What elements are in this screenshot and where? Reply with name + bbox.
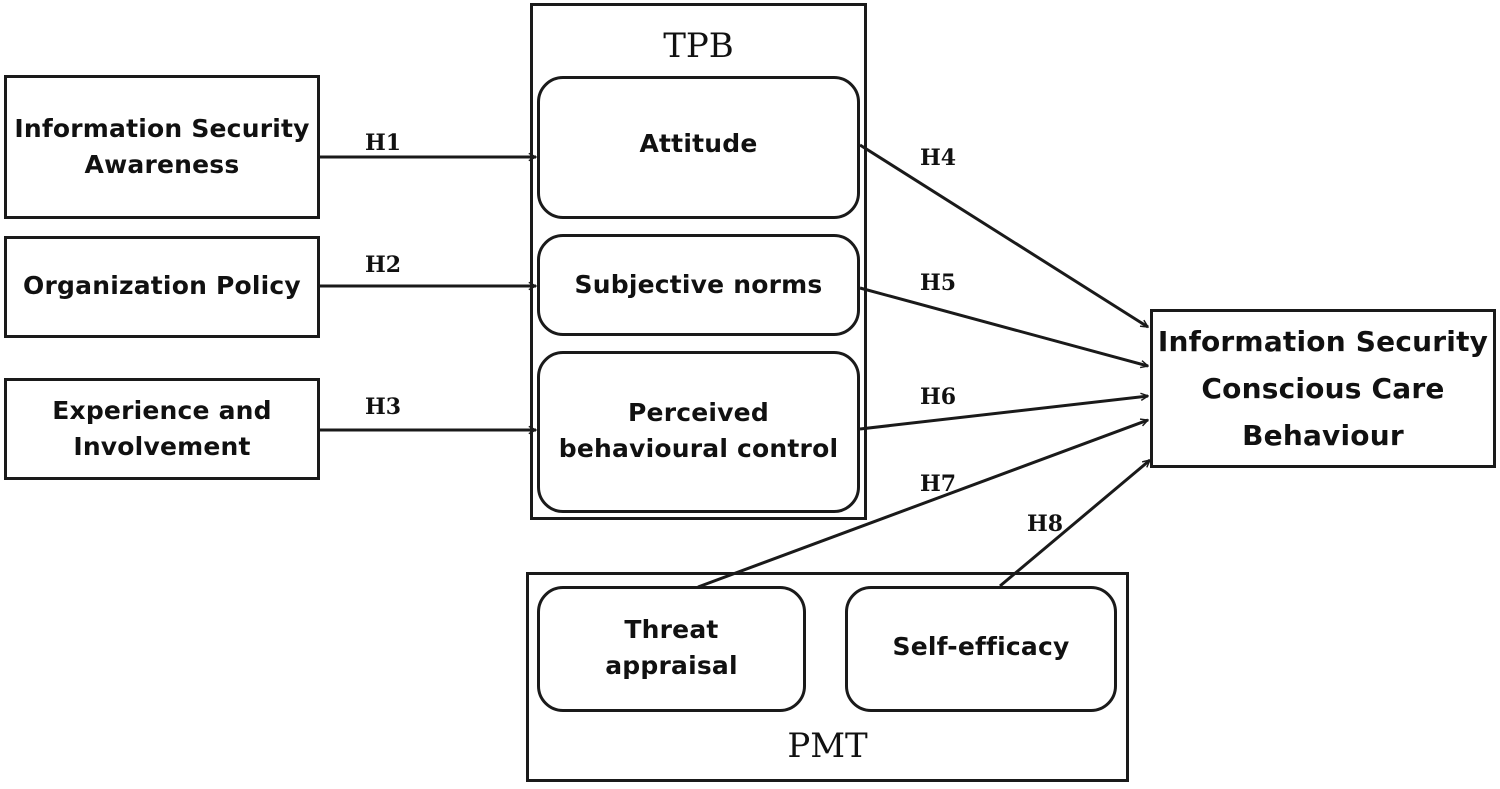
h6-arrow <box>859 396 1148 431</box>
threat-appraisal-box <box>537 586 806 712</box>
subjective-norms-label: Subjective norms <box>574 270 823 299</box>
experience-involvement-box <box>4 378 320 480</box>
h8-label: H8 <box>1027 511 1064 537</box>
conscious-care-behaviour-box <box>1150 309 1496 468</box>
perceived-behavioural-control-box <box>537 351 860 513</box>
organization-policy-box <box>4 236 320 338</box>
h4-label: H4 <box>920 145 957 171</box>
conscious-care-behaviour-label: Information Security Conscious Care Beha… <box>1157 325 1489 452</box>
subjective-norms-box <box>537 234 860 336</box>
h1-label: H1 <box>365 130 402 156</box>
h5-arrow <box>859 286 1148 366</box>
information-security-awareness-label: Information Security Awareness <box>14 114 310 179</box>
pmt-frame-title: PMT <box>787 726 868 766</box>
organization-policy-label: Organization Policy <box>23 271 301 300</box>
threat-appraisal-label: Threat appraisal <box>605 615 738 680</box>
h2-label: H2 <box>365 252 402 278</box>
attitude-label: Attitude <box>639 129 758 158</box>
h3-label: H3 <box>365 394 402 420</box>
h8-arrow <box>999 458 1150 588</box>
h7-label: H7 <box>920 471 957 497</box>
tpb-frame-title: TPB <box>663 26 734 66</box>
h4-arrow <box>859 143 1148 329</box>
perceived-behavioural-control-label: Perceived behavioural control <box>558 398 839 463</box>
information-security-awareness-box <box>4 75 320 219</box>
self-efficacy-label: Self-efficacy <box>892 632 1070 661</box>
h6-label: H6 <box>920 384 957 410</box>
self-efficacy-box <box>845 586 1117 712</box>
h5-label: H5 <box>920 270 957 296</box>
h7-arrow <box>697 420 1148 589</box>
experience-involvement-label: Experience and Involvement <box>52 396 272 461</box>
attitude-box <box>537 76 860 219</box>
